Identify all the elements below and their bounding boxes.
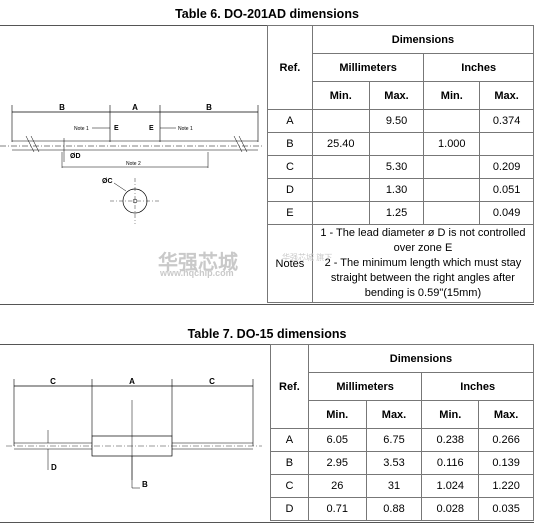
watermark-url: www.hqchip.com [160, 268, 234, 278]
ref-cell: C [267, 155, 313, 179]
label-a: A [129, 377, 135, 386]
ref-cell: B [270, 451, 309, 475]
label-e-right: E [149, 125, 154, 132]
mm-max-cell: 6.75 [365, 428, 423, 452]
note1-text: 1 - The lead diameter ø D is not control… [320, 227, 526, 254]
dimensions-header: Dimensions [307, 344, 534, 373]
in-max-cell: 0.049 [479, 201, 534, 225]
table7-caption: Table 7. DO-15 dimensions [187, 327, 347, 341]
table6-grid: Ref. Dimensions Millimeters Inches Min. … [267, 25, 534, 303]
mm-min-cell [311, 178, 370, 202]
in-max-cell: 0.139 [478, 451, 534, 475]
ref-cell: B [267, 132, 313, 156]
table-row: B 25.40 1.000 [267, 132, 534, 156]
ref-header: Ref. [270, 344, 309, 429]
in-max-cell: 0.035 [478, 497, 534, 521]
mm-max-header: Max. [365, 400, 423, 429]
watermark-small: 华强芯城 旗下 [282, 253, 333, 262]
table7-grid: Ref. Dimensions Millimeters Inches Min. … [270, 344, 534, 521]
mm-min-cell: 2.95 [307, 451, 367, 475]
notes-label: Notes [267, 224, 313, 303]
in-max-cell: 0.374 [479, 109, 534, 133]
label-e-left: E [114, 125, 119, 132]
in-max-cell: 0.266 [478, 428, 534, 452]
table6-frame [0, 25, 534, 305]
mm-max-cell: 1.30 [368, 178, 425, 202]
label-b: B [142, 480, 148, 489]
watermark-cn: 华强芯城 [158, 252, 238, 274]
table-row: E 1.25 0.049 [267, 201, 534, 225]
mm-min-cell: 26 [307, 474, 367, 498]
in-min-cell [423, 155, 481, 179]
millimeters-header: Millimeters [307, 372, 423, 401]
do201ad-drawing: B A B Note 1 Note 1 E E ØD Note 2 ØC [0, 103, 262, 224]
inches-header: Inches [421, 372, 534, 401]
in-min-cell: 1.000 [423, 132, 481, 156]
table-row: C 26 31 1.024 1.220 [270, 474, 534, 498]
mm-max-header: Max. [368, 81, 425, 110]
label-b-right: B [206, 103, 212, 112]
in-min-cell: 0.028 [421, 497, 480, 521]
in-max-header: Max. [478, 400, 534, 429]
dimensions-header: Dimensions [311, 25, 534, 54]
ref-cell: D [270, 497, 309, 521]
ref-cell: C [270, 474, 309, 498]
notes-text: 1 - The lead diameter ø D is not control… [311, 224, 534, 303]
table-row: C 5.30 0.209 [267, 155, 534, 179]
in-min-header: Min. [423, 81, 481, 110]
in-min-cell [423, 178, 481, 202]
in-min-cell: 0.116 [421, 451, 480, 475]
in-max-cell: 0.209 [479, 155, 534, 179]
label-a: A [132, 103, 138, 112]
in-min-cell: 0.238 [421, 428, 480, 452]
in-max-cell: 1.220 [478, 474, 534, 498]
in-min-header: Min. [421, 400, 480, 429]
label-b-left: B [59, 103, 65, 112]
note2-label: Note 2 [126, 161, 141, 167]
table-row: D 0.71 0.88 0.028 0.035 [270, 497, 534, 521]
ref-cell: D [267, 178, 313, 202]
label-c-right: C [209, 377, 215, 386]
mm-min-cell: 25.40 [311, 132, 370, 156]
mm-min-cell [311, 201, 370, 225]
label-d: ØD [70, 153, 81, 160]
table-row: D 1.30 0.051 [267, 178, 534, 202]
label-d: D [51, 463, 57, 472]
in-min-cell: 1.024 [421, 474, 480, 498]
ref-cell: A [270, 428, 309, 452]
in-max-cell: 0.051 [479, 178, 534, 202]
mm-min-header: Min. [311, 81, 370, 110]
mm-min-header: Min. [307, 400, 367, 429]
mm-max-cell: 0.88 [365, 497, 423, 521]
ref-cell: A [267, 109, 313, 133]
mm-max-cell: 1.25 [368, 201, 425, 225]
millimeters-header: Millimeters [311, 53, 425, 82]
mm-max-cell: 5.30 [368, 155, 425, 179]
mm-min-cell [311, 155, 370, 179]
in-max-cell [479, 132, 534, 156]
note1-right: Note 1 [178, 126, 193, 132]
label-c: ØC [102, 178, 113, 185]
mm-min-cell [311, 109, 370, 133]
ref-header: Ref. [267, 25, 313, 110]
mm-max-cell [368, 132, 425, 156]
note1-left: Note 1 [74, 126, 89, 132]
in-max-header: Max. [479, 81, 534, 110]
in-min-cell [423, 201, 481, 225]
mm-max-cell: 31 [365, 474, 423, 498]
table6-caption: Table 6. DO-201AD dimensions [175, 7, 359, 21]
mm-max-cell: 9.50 [368, 109, 425, 133]
table-row: A 6.05 6.75 0.238 0.266 [270, 428, 534, 452]
note2-text: 2 - The minimum length which must stay s… [324, 257, 522, 299]
mm-min-cell: 6.05 [307, 428, 367, 452]
do15-drawing: C A C D B [6, 377, 262, 489]
label-c-left: C [50, 377, 56, 386]
inches-header: Inches [423, 53, 534, 82]
in-min-cell [423, 109, 481, 133]
table-row: A 9.50 0.374 [267, 109, 534, 133]
table-row: B 2.95 3.53 0.116 0.139 [270, 451, 534, 475]
ref-cell: E [267, 201, 313, 225]
mm-min-cell: 0.71 [307, 497, 367, 521]
mm-max-cell: 3.53 [365, 451, 423, 475]
